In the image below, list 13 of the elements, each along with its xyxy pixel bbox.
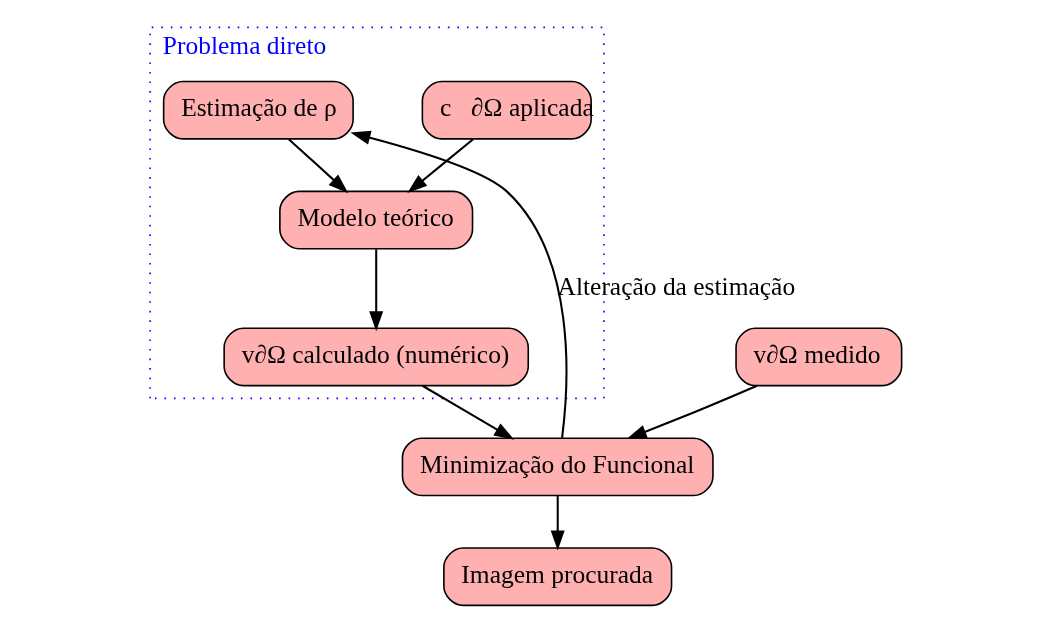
node-box: v∂Ω calculado (numérico) bbox=[223, 327, 530, 387]
arrow bbox=[350, 130, 568, 438]
node-box: Minimização do Funcional bbox=[401, 437, 714, 497]
node-box: Estimação de ρ bbox=[162, 80, 354, 140]
arrow bbox=[550, 495, 565, 551]
node-box: Modelo teórico bbox=[279, 190, 474, 250]
arrow bbox=[626, 384, 758, 440]
arrow bbox=[288, 138, 349, 194]
arrow bbox=[407, 138, 474, 194]
node-box: v∂Ω medido bbox=[735, 327, 903, 387]
arrow bbox=[369, 249, 384, 332]
edge-label: Alteração da estimação bbox=[557, 271, 796, 301]
node-box: Imagem procurada bbox=[443, 547, 673, 607]
